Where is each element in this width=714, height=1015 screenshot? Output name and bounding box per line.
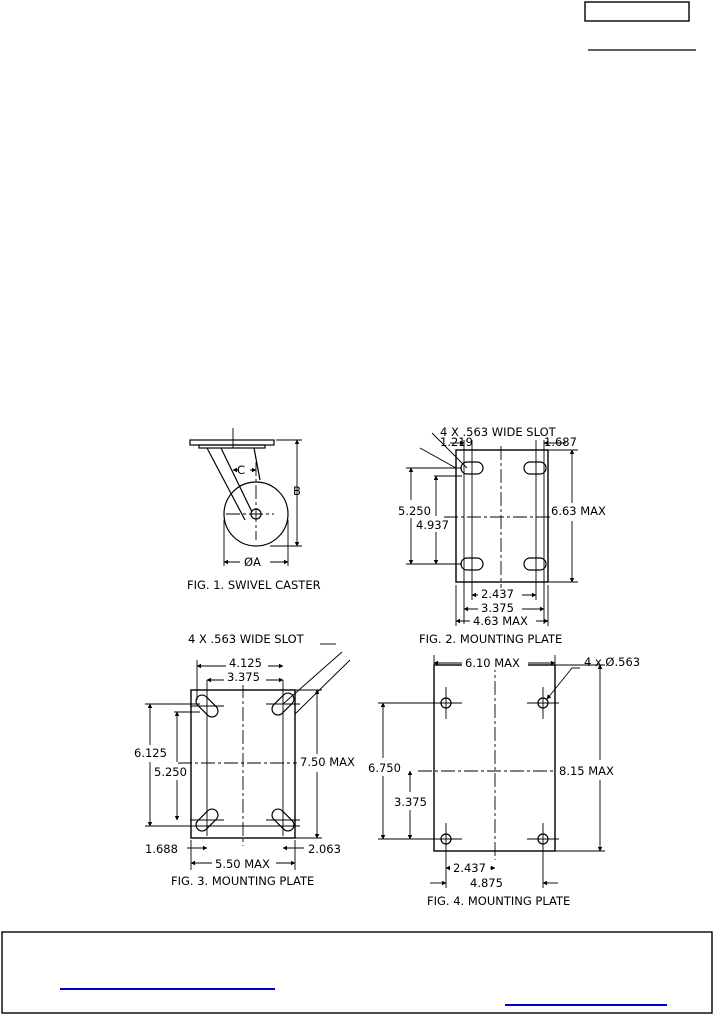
fig1-caption: FIG. 1. SWIVEL CASTER (187, 578, 321, 592)
fig4-holes-label: 4 x Ø.563 (584, 655, 640, 669)
fig4-dim-3375: 3.375 (394, 795, 427, 809)
fig2-mounting-plate (397, 432, 612, 627)
fig1-swivel-caster (189, 428, 302, 568)
fig3-dim-1688: 1.688 (145, 842, 178, 856)
header-box (584, 1, 690, 22)
fig3-dim-3375: 3.375 (227, 670, 260, 684)
fig2-slot-label: 4 X .563 WIDE SLOT (440, 425, 557, 439)
footer-box (1, 931, 713, 1014)
fig4-dim-4875: 4.875 (470, 876, 503, 890)
fig3-mounting-plate (132, 643, 363, 870)
fig1-dim-b: B (293, 484, 301, 498)
fig3-dim-2063: 2.063 (308, 842, 341, 856)
fig3-slot-label: 4 X .563 WIDE SLOT (188, 632, 305, 646)
fig2-dim-663-max: 6.63 MAX (551, 504, 606, 518)
fig3-dim-4125: 4.125 (229, 656, 262, 670)
fig2-dim-2437: 2.437 (481, 587, 514, 601)
fig3-dim-550-max: 5.50 MAX (215, 857, 270, 871)
fig4-caption: FIG. 4. MOUNTING PLATE (427, 894, 570, 908)
fig4-dim-2437: 2.437 (453, 861, 486, 875)
fig4-mounting-plate (366, 655, 636, 888)
fig4-dim-6750: 6.750 (368, 761, 401, 775)
fig2-dim-463-max: 4.63 MAX (473, 614, 528, 628)
fig3-dim-750-max: 7.50 MAX (300, 755, 355, 769)
fig1-dim-a: ØA (244, 555, 261, 569)
fig2-dim-3375: 3.375 (481, 601, 514, 615)
fig2-dim-4937: 4.937 (416, 518, 449, 532)
fig4-dim-610-max: 6.10 MAX (465, 656, 520, 670)
fig1-dim-c: C (237, 463, 245, 477)
fig2-dim-1687: 1.687 (544, 435, 577, 449)
fig2-caption: FIG. 2. MOUNTING PLATE (419, 632, 562, 646)
fig2-dim-5250: 5.250 (398, 504, 431, 518)
fig3-dim-6125: 6.125 (134, 746, 167, 760)
fig2-dim-1219: 1.219 (440, 435, 473, 449)
fig3-caption: FIG. 3. MOUNTING PLATE (171, 874, 314, 888)
fig4-dim-815-max: 8.15 MAX (559, 764, 614, 778)
fig3-dim-5250: 5.250 (154, 765, 187, 779)
